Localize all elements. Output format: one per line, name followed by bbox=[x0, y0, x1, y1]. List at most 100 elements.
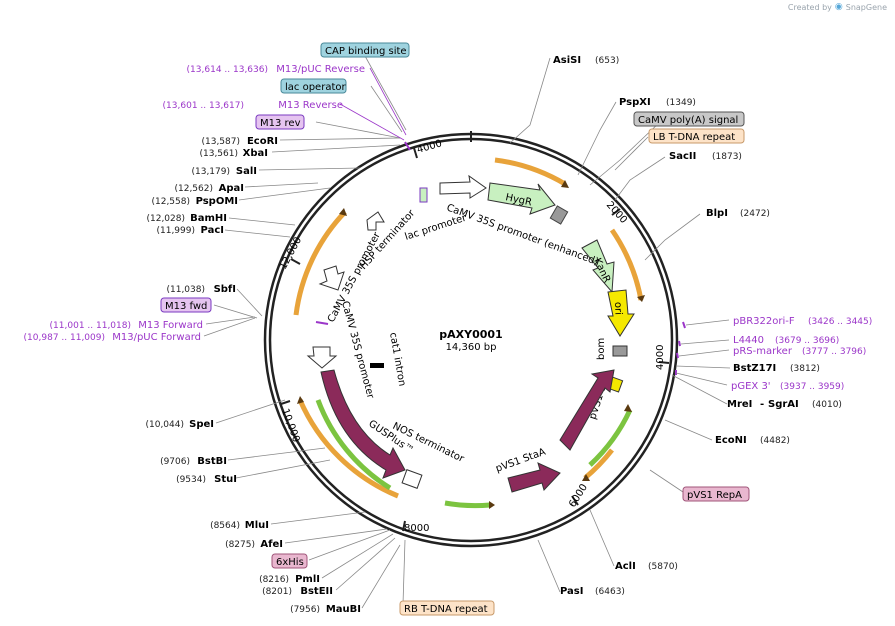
nos-terminator-box[interactable] bbox=[401, 469, 423, 489]
site-afei[interactable]: AfeI bbox=[260, 539, 283, 550]
leader-asisi bbox=[509, 57, 551, 144]
site-ecori-pos: (13,587) bbox=[201, 137, 240, 147]
ori-arrow[interactable] bbox=[607, 289, 635, 337]
site-stui[interactable]: StuI bbox=[214, 474, 237, 485]
camv35s-enhanced-label: CaMV 35S promoter (enhanced) bbox=[445, 202, 600, 267]
leader-maubi bbox=[361, 544, 401, 609]
site-paci[interactable]: PacI bbox=[201, 225, 224, 236]
site-spei[interactable]: SpeI bbox=[189, 419, 214, 430]
leader-m13puc-rev bbox=[369, 67, 407, 136]
leader-m13forward bbox=[205, 316, 256, 325]
lb-text: LB T-DNA repeat bbox=[653, 132, 735, 143]
leader-bstz17i bbox=[675, 365, 731, 369]
bom-box[interactable] bbox=[612, 345, 628, 357]
arc-arrowheads bbox=[297, 180, 645, 509]
site-pmli-pos: (8216) bbox=[259, 575, 289, 585]
site-paci-pos: (11,999) bbox=[156, 226, 195, 236]
site-sacii[interactable]: SacII bbox=[669, 151, 696, 162]
site-pasi[interactable]: PasI bbox=[560, 586, 583, 597]
site-pspxi[interactable]: PspXI bbox=[619, 97, 651, 108]
site-bamhi[interactable]: BamHI bbox=[190, 213, 227, 224]
his-box[interactable] bbox=[271, 553, 308, 569]
site-ecori[interactable]: EcoRI bbox=[247, 136, 278, 147]
site-xbai[interactable]: XbaI bbox=[243, 148, 268, 159]
leader-xbai bbox=[271, 144, 401, 153]
primer-m13-forward[interactable]: M13 Forward bbox=[138, 320, 203, 331]
primer-l4440[interactable]: L4440 bbox=[733, 335, 764, 346]
primer-pgex[interactable]: pGEX 3' bbox=[731, 381, 771, 392]
primer-prs-marker-pos: (3777 .. 3796) bbox=[802, 347, 866, 357]
lac-operator-mark[interactable] bbox=[419, 187, 428, 203]
leader-bstbi bbox=[227, 447, 326, 461]
primer-m13puc-rev[interactable]: M13/pUC Reverse bbox=[276, 64, 365, 75]
tick-4000 bbox=[658, 361, 670, 364]
m13rev-box[interactable] bbox=[255, 114, 305, 130]
snapgene-name: SnapGene bbox=[845, 2, 887, 12]
primer-pgex-pos: (3937 .. 3959) bbox=[780, 382, 844, 392]
leader-acli bbox=[589, 509, 615, 567]
camv35s-arrow-lower[interactable] bbox=[306, 346, 338, 369]
leader-pgex bbox=[675, 372, 728, 386]
arrowhead-4 bbox=[339, 208, 347, 216]
leader-lines bbox=[203, 55, 731, 609]
site-pmli[interactable]: PmlI bbox=[295, 574, 320, 585]
primer-m13puc-rev-pos: (13,614 .. 13,636) bbox=[187, 65, 268, 75]
camv35s-arrow-upper[interactable] bbox=[318, 265, 345, 291]
leader-m13rev bbox=[315, 121, 401, 139]
site-sali-pos: (13,179) bbox=[191, 167, 230, 177]
leader-sali bbox=[258, 167, 361, 171]
m13fwd-box[interactable] bbox=[160, 297, 212, 313]
site-apai[interactable]: ApaI bbox=[219, 183, 244, 194]
site-asisi[interactable]: AsiSI bbox=[553, 55, 581, 66]
site-bsteii[interactable]: BstEII bbox=[300, 586, 333, 597]
arrowhead-3 bbox=[582, 474, 590, 481]
primer-l4440-pos: (3679 .. 3696) bbox=[775, 336, 839, 346]
primer-m13-reverse[interactable]: M13 Reverse bbox=[278, 100, 343, 111]
tick-14000 bbox=[413, 147, 418, 159]
site-sbfi[interactable]: SbfI bbox=[214, 284, 236, 295]
cat1-intron-mark[interactable] bbox=[370, 363, 384, 368]
site-mlui[interactable]: MluI bbox=[245, 520, 269, 531]
site-bstz17i[interactable]: BstZ17I bbox=[733, 363, 776, 374]
hygr-label: HygR bbox=[504, 192, 532, 208]
site-sgrai[interactable]: SgrAI bbox=[768, 399, 799, 410]
site-acli-pos: (5870) bbox=[648, 562, 678, 572]
tick-8000 bbox=[402, 520, 406, 532]
lb-box[interactable] bbox=[648, 128, 745, 144]
gusplus-arrow[interactable] bbox=[320, 369, 406, 479]
primer-prs-marker[interactable]: pRS-marker bbox=[733, 346, 793, 357]
repa-box[interactable] bbox=[682, 486, 750, 502]
site-econi[interactable]: EcoNI bbox=[715, 435, 747, 446]
cap-box[interactable] bbox=[320, 42, 410, 58]
primer-m13puc-forward-pos: (10,987 .. 11,009) bbox=[24, 333, 105, 343]
polya-marker[interactable] bbox=[549, 205, 569, 225]
site-blpi-pos: (2472) bbox=[740, 209, 770, 219]
lacop-text: lac operator bbox=[285, 82, 346, 93]
leader-m13-reverse bbox=[339, 103, 405, 141]
site-pspomi-pos: (12,558) bbox=[151, 197, 190, 207]
site-acli[interactable]: AclI bbox=[615, 561, 636, 572]
kanr-arrow[interactable] bbox=[581, 239, 615, 294]
site-mrei[interactable]: MreI bbox=[727, 399, 752, 410]
camv35s-enhanced-arrow[interactable] bbox=[439, 174, 487, 199]
primer-pbr322[interactable]: pBR322ori-F bbox=[733, 316, 795, 327]
hsp-terminator-arrow[interactable] bbox=[366, 211, 385, 231]
hygr-arrow[interactable] bbox=[487, 182, 556, 215]
pvs1-staa-arrow[interactable] bbox=[507, 462, 561, 493]
sites-right: AsiSI (653) PspXI (1349) SacII (1873) Bl… bbox=[553, 55, 842, 597]
site-bamhi-pos: (12,028) bbox=[146, 214, 185, 224]
site-econi-pos: (4482) bbox=[760, 436, 790, 446]
site-pspomi[interactable]: PspOMI bbox=[196, 196, 238, 207]
site-maubi[interactable]: MauBI bbox=[326, 604, 361, 615]
pvs1-repa-arrow[interactable] bbox=[559, 369, 615, 451]
rb-box[interactable] bbox=[399, 600, 495, 616]
site-sali[interactable]: SalI bbox=[236, 166, 257, 177]
site-blpi[interactable]: BlpI bbox=[706, 208, 728, 219]
lacop-box[interactable] bbox=[280, 78, 347, 94]
primer-m13puc-forward[interactable]: M13/pUC Forward bbox=[112, 332, 201, 343]
plasmid-name: pAXY0001 bbox=[439, 328, 502, 341]
polya-box[interactable] bbox=[633, 111, 745, 127]
site-bstbi[interactable]: BstBI bbox=[197, 456, 227, 467]
primer-marks bbox=[315, 141, 686, 375]
